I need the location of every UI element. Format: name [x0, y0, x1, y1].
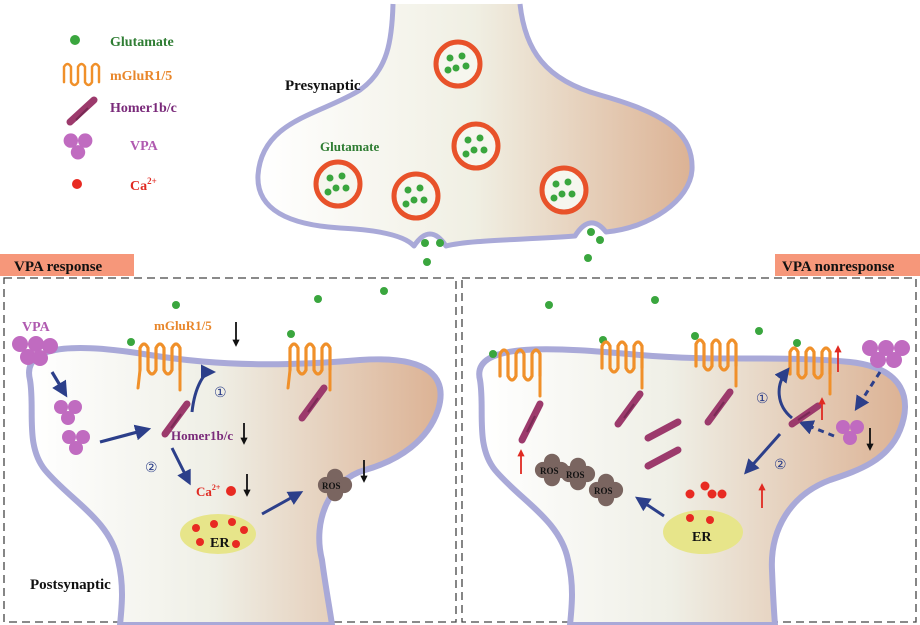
mglur-receptor-icon: [62, 62, 101, 87]
glutamate-dot: [755, 327, 763, 335]
glutamate-dot: [314, 295, 322, 303]
svg-text:VPA nonresponse: VPA nonresponse: [782, 259, 895, 275]
vesicle: [433, 39, 483, 89]
arrow: [99, 424, 152, 444]
homer-protein: [644, 418, 682, 442]
left-step1: ①: [214, 386, 227, 401]
glutamate-dot: [651, 296, 659, 304]
homer-protein: [788, 402, 822, 428]
homer-protein: [614, 390, 644, 428]
calcium-dot: [707, 489, 717, 499]
banner-vpa-response: VPA response: [0, 254, 134, 276]
legend-vpa: VPA: [130, 139, 159, 154]
vesicle: [451, 121, 501, 171]
glutamate-dot: [545, 301, 553, 309]
legend-ca: Ca2+: [130, 176, 157, 194]
ros-molecule: [560, 457, 596, 491]
left-er-label: ER: [210, 536, 230, 551]
legend: Glutamate mGluR1/5 Homer1b/c VPA Ca2+: [62, 35, 177, 194]
vesicle: [539, 165, 589, 215]
endoplasmic-reticulum: [663, 510, 743, 554]
glutamate-dot: [380, 287, 388, 295]
vpa-molecule-icon: [62, 430, 90, 455]
left-ros-label: ROS: [322, 481, 341, 491]
endoplasmic-reticulum: [180, 514, 256, 554]
mglur-receptor: [600, 340, 644, 390]
left-panel-contents: VPA mGluR1/5 ① Homer1b/c ②: [12, 287, 388, 593]
arrow: [635, 496, 665, 518]
legend-glutamate: Glutamate: [110, 35, 174, 50]
calcium-dot: [700, 481, 710, 491]
right-panel-frame: [461, 277, 917, 623]
vpa-molecule-icon: [12, 336, 58, 366]
arrow: [190, 364, 216, 413]
vesicle: [313, 159, 363, 209]
calcium-dot: [226, 486, 236, 496]
mglur-receptor: [788, 346, 832, 396]
legend-homer: Homer1b/c: [110, 101, 177, 116]
vesicle: [391, 171, 441, 221]
arrow: [774, 367, 794, 420]
mglur-receptor: [286, 342, 332, 392]
right-ros-label: ROS: [594, 486, 613, 496]
right-ros-label: ROS: [540, 466, 559, 476]
glutamate-dot: [489, 350, 497, 358]
left-homer-label: Homer1b/c: [171, 428, 233, 443]
glutamate-dot: [691, 332, 699, 340]
vpa-molecule-icon: [836, 420, 864, 445]
presynaptic-glutamate-label: Glutamate: [320, 139, 379, 154]
right-ros-label: ROS: [566, 470, 585, 480]
homer-protein: [518, 400, 544, 444]
ros-molecule: [317, 468, 353, 502]
arrow: [744, 433, 782, 475]
homer-protein: [704, 388, 734, 426]
arrow: [261, 491, 304, 516]
left-postsynaptic-cell: [26, 345, 444, 625]
homer-protein-icon: [66, 96, 98, 126]
postsynaptic-label: Postsynaptic: [30, 577, 111, 593]
legend-mglur: mGluR1/5: [110, 69, 172, 84]
homer-protein: [161, 400, 191, 438]
homer-protein: [298, 384, 328, 422]
mglur-receptor: [498, 348, 542, 398]
presynaptic-terminal: Presynaptic Glutamate: [255, 3, 695, 266]
glutamate-dot: [287, 330, 295, 338]
left-step2: ②: [145, 461, 158, 476]
calcium-dot: [717, 489, 727, 499]
presynaptic-title: Presynaptic: [285, 78, 361, 94]
left-mglur-label: mGluR1/5: [154, 318, 212, 333]
right-postsynaptic-cell: [476, 346, 908, 625]
vpa-molecule-icon: [63, 133, 93, 160]
glutamate-dot: [127, 338, 135, 346]
vpa-molecule-icon: [862, 340, 910, 368]
glutamate-dot: [172, 301, 180, 309]
right-er-label: ER: [692, 530, 712, 545]
glutamate-dot: [793, 339, 801, 347]
svg-text:VPA response: VPA response: [14, 259, 103, 275]
arrow: [170, 447, 191, 486]
ros-molecule: [534, 453, 570, 487]
mglur-receptor: [136, 342, 182, 392]
calcium-dot: [685, 489, 695, 499]
vpa-molecule-icon: [54, 400, 82, 425]
arrow: [50, 371, 68, 398]
mglur-receptor: [694, 338, 738, 388]
right-step1: ①: [756, 392, 769, 407]
right-panel-contents: ① ② ER ROS ROS ROS: [489, 296, 910, 554]
banner-vpa-nonresponse: VPA nonresponse: [775, 254, 920, 276]
dashed-arrow: [798, 420, 835, 438]
ros-molecule: [588, 473, 624, 507]
dashed-arrow: [854, 371, 882, 412]
right-step2: ②: [774, 458, 787, 473]
released-glutamate: [421, 228, 604, 266]
left-ca-label: Ca2+: [196, 483, 221, 499]
left-vpa-label: VPA: [22, 320, 51, 335]
calcium-icon: [72, 179, 82, 189]
glutamate-icon: [70, 35, 80, 45]
homer-protein: [644, 446, 682, 470]
